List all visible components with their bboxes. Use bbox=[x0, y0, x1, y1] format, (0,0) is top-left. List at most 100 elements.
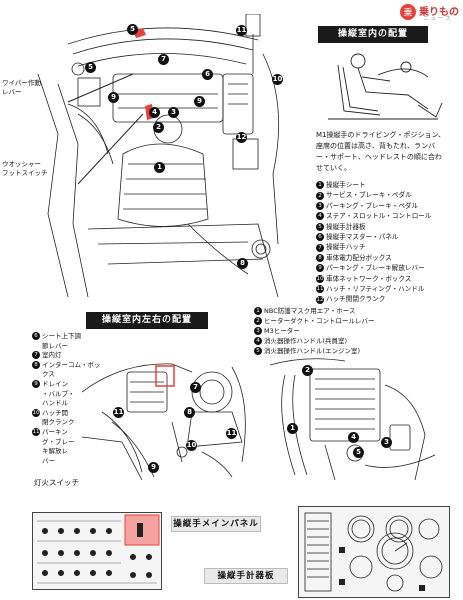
callout-8: 8 bbox=[184, 407, 195, 418]
right-side-line-art bbox=[269, 358, 436, 480]
legend-text: パーキング・ブレーキ解放レバー bbox=[326, 264, 425, 273]
svg-text:乗: 乗 bbox=[403, 7, 412, 19]
callout-6: 6 bbox=[202, 69, 213, 80]
callout-9b: 9 bbox=[194, 96, 205, 107]
legend-text: M3ヒーター bbox=[264, 327, 300, 335]
ignition-switch-label: 灯火スイッチ bbox=[34, 478, 79, 487]
right-side-drawing: 2 1 4 5 3 bbox=[265, 355, 443, 480]
legend-num: 2 bbox=[254, 317, 262, 325]
legend-num: 1 bbox=[254, 307, 262, 315]
legend-num: 8 bbox=[32, 360, 40, 369]
callout-9: 9 bbox=[148, 462, 159, 473]
legend-text: 消火器操作ハンドル(エンジン室) bbox=[264, 347, 361, 355]
callout-4: 4 bbox=[149, 107, 160, 118]
legend-num: 2 bbox=[316, 191, 324, 200]
legend-num: 6 bbox=[316, 233, 324, 242]
legend-text: ハッチ開 閉クランク bbox=[42, 408, 75, 427]
legend-text: パーキン グ・ブレー キ解放レ バー bbox=[42, 427, 75, 465]
legend-num: 5 bbox=[316, 222, 324, 231]
legend-text: インターコム・ボッ クス bbox=[42, 360, 101, 379]
callout-3: 3 bbox=[168, 107, 179, 118]
legend-num: 11 bbox=[316, 285, 324, 294]
legend-text: 消火器操作ハンドル(兵員室) bbox=[264, 337, 348, 345]
wiper-lever-label: ワイパー作動 レバー bbox=[2, 79, 41, 96]
legend-text: 車体電力配分ボックス bbox=[326, 253, 392, 262]
legend-text: ハッチ開閉クランク bbox=[326, 295, 386, 304]
callout-2: 2 bbox=[302, 365, 313, 376]
legend-text: 操縦手ハッチ bbox=[326, 243, 366, 252]
legend-text: パーキング・ブレーキ・ペダル bbox=[326, 201, 419, 210]
legend-num: 3 bbox=[254, 327, 262, 335]
legend-text: 操縦手計器板 bbox=[326, 222, 366, 231]
callout-11b: 11 bbox=[113, 407, 124, 418]
legend-text: 操縦手マスター・パネル bbox=[326, 233, 399, 242]
legend-num: 7 bbox=[32, 351, 40, 360]
gauge-panel-label: 操縦手計器板 bbox=[204, 568, 288, 584]
legend-text: 室内灯 bbox=[42, 351, 62, 360]
legend-num: 7 bbox=[316, 243, 324, 252]
legend-num: 4 bbox=[254, 337, 262, 345]
callout-2: 2 bbox=[153, 122, 164, 133]
callout-10: 10 bbox=[186, 440, 197, 451]
legend-num: 9 bbox=[32, 379, 40, 388]
gauge-panel-art bbox=[304, 512, 443, 592]
legend-text: ヒーターダクト・コントロールレバー bbox=[264, 317, 375, 325]
callout-4: 4 bbox=[348, 432, 359, 443]
top-header: 操縦室内の配置 bbox=[318, 26, 428, 43]
legend-text: 車体ネットワーク・ボックス bbox=[326, 274, 412, 283]
legend-num: 1 bbox=[316, 181, 324, 190]
cockpit-drawing: 5 5 7 9 6 4 3 2 9 1 12 11 10 8 bbox=[18, 14, 310, 297]
legend-text: 操縦手シート bbox=[326, 181, 366, 189]
legend-text: ステア・スロットル・コントロール bbox=[326, 212, 432, 221]
legend-num: 9 bbox=[316, 264, 324, 273]
site-logo: 乗 乗りもの ニュース bbox=[399, 2, 459, 22]
callout-5: 5 bbox=[127, 24, 138, 35]
callout-1: 1 bbox=[154, 162, 165, 173]
legend-num: 6 bbox=[32, 332, 40, 340]
callout-7: 7 bbox=[158, 54, 169, 65]
left-side-line-art bbox=[82, 363, 246, 480]
main-panel-label: 操縦手メインパネル bbox=[171, 516, 261, 532]
left-side-drawing: 7 8 10 11 9 11 bbox=[82, 352, 260, 480]
main-panel-diagram bbox=[32, 512, 162, 590]
callout-5: 5 bbox=[353, 447, 364, 458]
logo-subtext: ニュース bbox=[423, 16, 453, 22]
callout-12: 12 bbox=[236, 132, 247, 143]
legend-num: 8 bbox=[316, 254, 324, 263]
main-panel-art bbox=[37, 514, 160, 584]
legend-num: 3 bbox=[316, 202, 324, 211]
intro-text: M1操縦手のドライビング・ポジション、座席の位置は高さ、背もたれ、ランバー・サポ… bbox=[316, 131, 446, 172]
callout-5b: 5 bbox=[85, 62, 96, 73]
callout-8: 8 bbox=[237, 258, 248, 269]
legend-num: 10 bbox=[32, 408, 40, 417]
legend-num: 10 bbox=[316, 274, 324, 283]
legend-num: 5 bbox=[254, 347, 262, 355]
callout-3: 3 bbox=[381, 437, 392, 448]
callout-11: 11 bbox=[236, 25, 247, 36]
callout-10: 10 bbox=[272, 74, 283, 85]
driver-position-drawing bbox=[318, 47, 448, 127]
driver-figure-art bbox=[328, 53, 443, 120]
legend-num: 11 bbox=[32, 427, 40, 436]
legend-text: サービス・ブレーキ・ペダル bbox=[326, 191, 412, 200]
legend-text: NBC防護マスク用エア・ホース bbox=[264, 307, 356, 315]
